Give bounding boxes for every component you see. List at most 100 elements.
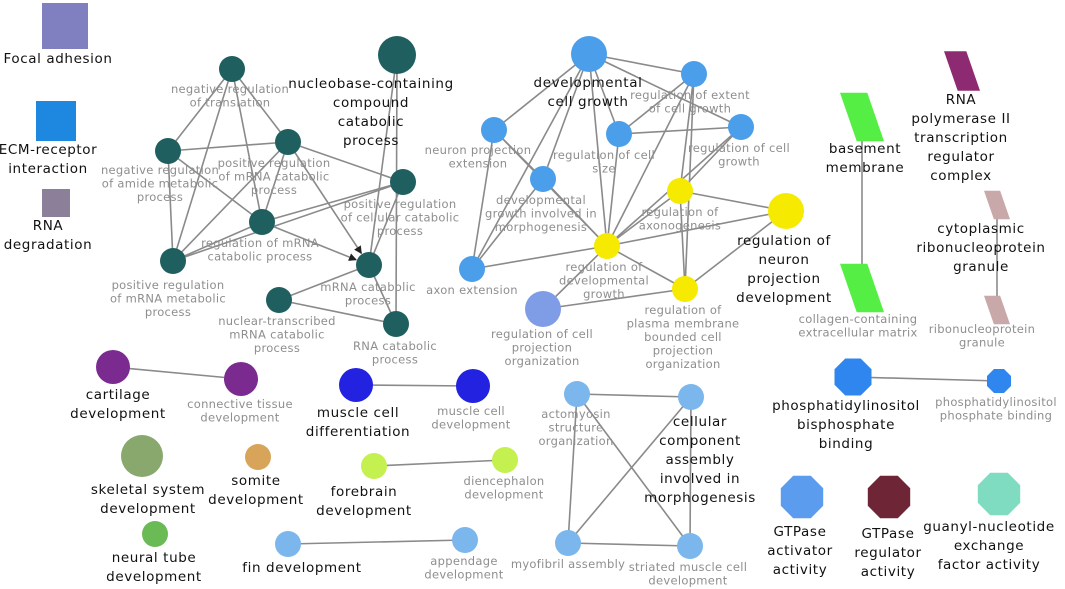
label-line: cell growth: [547, 94, 628, 110]
node-skeletal-system-development[interactable]: [121, 435, 163, 477]
label-line: interaction: [8, 161, 88, 177]
node-muscle-cell-development[interactable]: [456, 369, 490, 403]
node-neural-tube-development[interactable]: [142, 521, 168, 547]
edge-developmental-cell-growth-to-reg-cell-growth: [588, 53, 742, 128]
node-connective-tissue-development[interactable]: [224, 362, 258, 396]
node-myofibril-assembly[interactable]: [555, 530, 581, 556]
label-line: regulator: [927, 149, 994, 165]
node-pos-reg-mrna-metabolic[interactable]: [160, 248, 186, 274]
label-line: regulation of mRNA: [201, 236, 319, 250]
label-line: compound: [333, 95, 409, 111]
edge-cellular-component-assembly-morph-to-myofibril-assembly: [567, 396, 692, 544]
label-line: RNA: [946, 92, 977, 108]
edge-dev-growth-morphogenesis-to-reg-developmental-growth: [542, 178, 608, 247]
label-line: growth: [718, 155, 760, 169]
node-cellular-component-assembly-morph[interactable]: [678, 384, 704, 410]
node-actomyosin-structure-org[interactable]: [564, 381, 590, 407]
label-line: growth involved in: [485, 207, 597, 221]
label-line: myofibril assembly: [511, 557, 625, 571]
node-collagen-ecm[interactable]: [840, 263, 884, 313]
node-cytoplasmic-rnp-granule[interactable]: [984, 190, 1010, 220]
node-mrna-catabolic[interactable]: [356, 252, 382, 278]
node-nuclear-mrna-catabolic[interactable]: [266, 287, 292, 313]
label-line: basement: [829, 141, 901, 157]
node-appendage-development[interactable]: [452, 527, 478, 553]
label-line: degradation: [4, 237, 93, 253]
edge-reg-cell-size-to-reg-developmental-growth: [606, 133, 620, 247]
edge-reg-extent-cell-growth-to-reg-axonogenesis: [679, 73, 695, 192]
label-line: developmental: [534, 75, 643, 91]
label-line: regulation of: [737, 233, 831, 249]
label-line: binding: [819, 436, 874, 452]
node-reg-cell-size[interactable]: [606, 121, 632, 147]
label-line: development: [316, 503, 412, 519]
node-dev-growth-morphogenesis[interactable]: [530, 166, 556, 192]
node-nucleobase-catabolic[interactable]: [378, 36, 416, 74]
node-reg-axonogenesis[interactable]: [667, 178, 693, 204]
node-pip-binding[interactable]: [987, 369, 1011, 393]
node-rna-degradation[interactable]: [42, 189, 70, 217]
node-reg-mrna-catabolic[interactable]: [249, 209, 275, 235]
label-line: development: [424, 568, 503, 582]
node-neuron-projection-extension[interactable]: [481, 117, 507, 143]
node-somite-development[interactable]: [245, 444, 271, 470]
node-reg-cell-projection-org[interactable]: [525, 291, 561, 327]
node-gtpase-activator[interactable]: [780, 475, 824, 519]
edge-reg-mrna-catabolic-to-mrna-catabolic: [261, 221, 357, 261]
node-rna-catabolic[interactable]: [383, 311, 409, 337]
label-line: appendage: [430, 554, 497, 568]
node-gtpase-regulator[interactable]: [867, 475, 911, 519]
node-rnp-granule[interactable]: [984, 295, 1010, 325]
node-cartilage-development[interactable]: [96, 350, 130, 384]
label-line: development: [200, 411, 279, 425]
edge-reg-developmental-growth-to-reg-plasma-membrane-projection: [606, 245, 686, 290]
node-reg-neuron-projection-dev[interactable]: [768, 193, 804, 229]
node-developmental-cell-growth[interactable]: [571, 36, 607, 72]
node-ecm-receptor[interactable]: [36, 101, 76, 141]
label-line: extracellular matrix: [798, 326, 917, 340]
node-striated-muscle-cell-development[interactable]: [677, 533, 703, 559]
edge-pos-reg-mrna-metabolic-to-pos-reg-cellular-catabolic: [172, 181, 404, 262]
node-reg-extent-cell-growth[interactable]: [681, 61, 707, 87]
label-line: mRNA catabolic: [229, 328, 325, 342]
node-reg-developmental-growth[interactable]: [594, 233, 620, 259]
node-reg-plasma-membrane-projection[interactable]: [672, 276, 698, 302]
node-pip2-binding[interactable]: [834, 358, 872, 396]
node-fin-development[interactable]: [275, 531, 301, 557]
label-line: process: [137, 190, 183, 204]
node-pos-reg-cellular-catabolic[interactable]: [390, 169, 416, 195]
label-line: muscle cell: [317, 405, 399, 421]
node-neg-reg-translation[interactable]: [219, 56, 245, 82]
node-axon-extension[interactable]: [459, 256, 485, 282]
edge-reg-neuron-projection-dev-to-reg-plasma-membrane-projection: [684, 210, 787, 290]
edge-reg-extent-cell-growth-to-reg-cell-size: [618, 73, 695, 135]
node-guanyl-nucleotide-exchange[interactable]: [977, 472, 1021, 516]
node-diencephalon-development[interactable]: [492, 447, 518, 473]
label-line: cytoplasmic: [937, 221, 1025, 237]
node-pos-reg-mrna-catabolic[interactable]: [275, 129, 301, 155]
edge-actomyosin-structure-org-to-cellular-component-assembly-morph: [576, 393, 692, 398]
label-line: nucleobase-containing: [288, 76, 454, 92]
node-focal-adhesion[interactable]: [42, 3, 88, 49]
node-neg-reg-amide[interactable]: [155, 138, 181, 164]
node-forebrain-development[interactable]: [361, 453, 387, 479]
edge-reg-axonogenesis-to-reg-developmental-growth: [606, 190, 681, 247]
node-reg-cell-growth[interactable]: [728, 114, 754, 140]
edge-developmental-cell-growth-to-dev-growth-morphogenesis: [542, 53, 590, 180]
label-line: phosphate binding: [940, 409, 1052, 423]
label-line: of translation: [190, 96, 271, 110]
edge-actomyosin-structure-org-to-myofibril-assembly: [567, 393, 578, 544]
node-rna-pol-ii-complex[interactable]: [944, 51, 980, 91]
label-line: process: [254, 341, 300, 355]
label-line: differentiation: [306, 424, 410, 440]
node-muscle-cell-differentiation[interactable]: [339, 368, 373, 402]
node-basement-membrane[interactable]: [840, 92, 884, 142]
label-line: component: [659, 433, 741, 449]
